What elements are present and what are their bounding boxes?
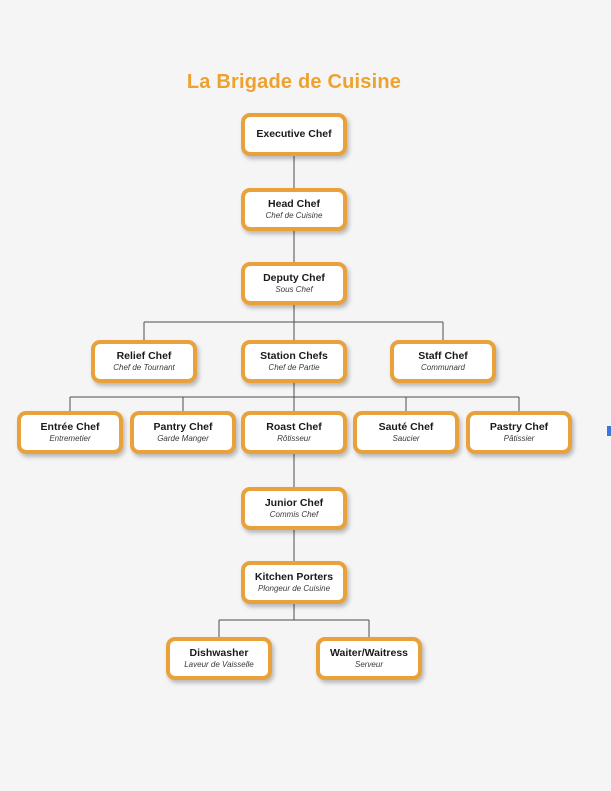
org-node-head-chef[interactable]: Head Chef Chef de Cuisine — [241, 188, 347, 231]
org-node-subtitle: Chef de Partie — [268, 363, 320, 373]
org-node-subtitle: Chef de Tournant — [113, 363, 175, 373]
org-node-subtitle: Chef de Cuisine — [265, 211, 323, 221]
org-node-entree-chef[interactable]: Entrée Chef Entremetier — [17, 411, 123, 454]
org-node-title: Relief Chef — [116, 349, 172, 362]
org-node-title: Head Chef — [268, 197, 320, 210]
org-node-title: Junior Chef — [264, 496, 324, 509]
org-node-title: Staff Chef — [418, 349, 468, 362]
org-node-title: Roast Chef — [266, 420, 322, 433]
org-node-subtitle: Communard — [420, 363, 465, 373]
org-node-pantry-chef[interactable]: Pantry Chef Garde Manger — [130, 411, 236, 454]
org-node-subtitle: Saucier — [392, 434, 420, 444]
org-node-title: Dishwasher — [189, 646, 249, 659]
org-node-title: Pantry Chef — [153, 420, 213, 433]
org-node-relief-chef[interactable]: Relief Chef Chef de Tournant — [91, 340, 197, 383]
org-node-subtitle: Garde Manger — [157, 434, 209, 444]
org-node-dishwasher[interactable]: Dishwasher Laveur de Vaisselle — [166, 637, 272, 680]
org-node-kitchen-porters[interactable]: Kitchen Porters Plongeur de Cuisine — [241, 561, 347, 604]
org-node-title: Station Chefs — [260, 349, 328, 362]
edge-blue-mark — [607, 426, 611, 436]
org-node-subtitle: Sous Chef — [275, 285, 313, 295]
org-node-saute-chef[interactable]: Sauté Chef Saucier — [353, 411, 459, 454]
org-node-title: Executive Chef — [256, 128, 332, 141]
org-node-title: Deputy Chef — [263, 271, 325, 284]
org-node-station-chefs[interactable]: Station Chefs Chef de Partie — [241, 340, 347, 383]
org-node-title: Waiter/Waitress — [330, 646, 408, 659]
org-node-subtitle: Laveur de Vaisselle — [184, 660, 254, 670]
org-node-roast-chef[interactable]: Roast Chef Rôtisseur — [241, 411, 347, 454]
org-node-subtitle: Plongeur de Cuisine — [257, 584, 331, 594]
org-node-title: Pastry Chef — [489, 420, 549, 433]
org-node-junior-chef[interactable]: Junior Chef Commis Chef — [241, 487, 347, 530]
org-node-title: Kitchen Porters — [254, 570, 334, 583]
org-node-pastry-chef[interactable]: Pastry Chef Pâtissier — [466, 411, 572, 454]
org-node-staff-chef[interactable]: Staff Chef Communard — [390, 340, 496, 383]
org-node-executive-chef[interactable]: Executive Chef — [241, 113, 347, 156]
org-node-subtitle: Entremetier — [49, 434, 91, 444]
page-title: La Brigade de Cuisine — [186, 71, 402, 93]
org-node-subtitle: Rôtisseur — [277, 434, 311, 444]
org-node-subtitle: Pâtissier — [503, 434, 535, 444]
org-node-title: Sauté Chef — [378, 420, 434, 433]
org-node-deputy-chef[interactable]: Deputy Chef Sous Chef — [241, 262, 347, 305]
org-node-subtitle: Commis Chef — [269, 510, 319, 520]
org-node-waiter-waitress[interactable]: Waiter/Waitress Serveur — [316, 637, 422, 680]
org-node-subtitle: Serveur — [354, 660, 383, 670]
org-node-title: Entrée Chef — [40, 420, 100, 433]
